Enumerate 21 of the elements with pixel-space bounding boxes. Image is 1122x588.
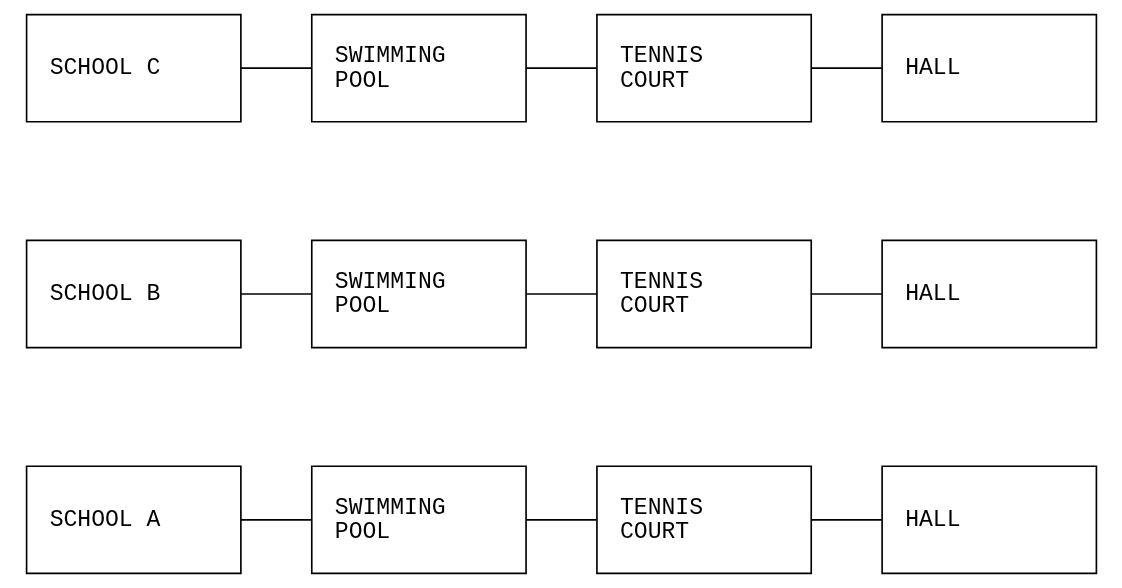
connector <box>810 293 883 295</box>
node-box: TENNIS COURT <box>595 465 812 575</box>
node-box: SCHOOL C <box>25 13 242 123</box>
node-box: SCHOOL A <box>25 465 242 575</box>
node-box: TENNIS COURT <box>595 239 812 349</box>
node-box: HALL <box>880 239 1097 349</box>
connector <box>239 67 312 69</box>
node-box: SWIMMING POOL <box>310 465 527 575</box>
node-box: SWIMMING POOL <box>310 239 527 349</box>
node-box: SWIMMING POOL <box>310 13 527 123</box>
connector <box>810 519 883 521</box>
connector <box>239 519 312 521</box>
node-box: HALL <box>880 465 1097 575</box>
node-box: SCHOOL B <box>25 239 242 349</box>
node-box: TENNIS COURT <box>595 13 812 123</box>
connector <box>525 293 597 295</box>
connector <box>239 293 312 295</box>
connector <box>525 67 597 69</box>
node-box: HALL <box>880 13 1097 123</box>
connector <box>810 67 883 69</box>
connector <box>525 519 597 521</box>
